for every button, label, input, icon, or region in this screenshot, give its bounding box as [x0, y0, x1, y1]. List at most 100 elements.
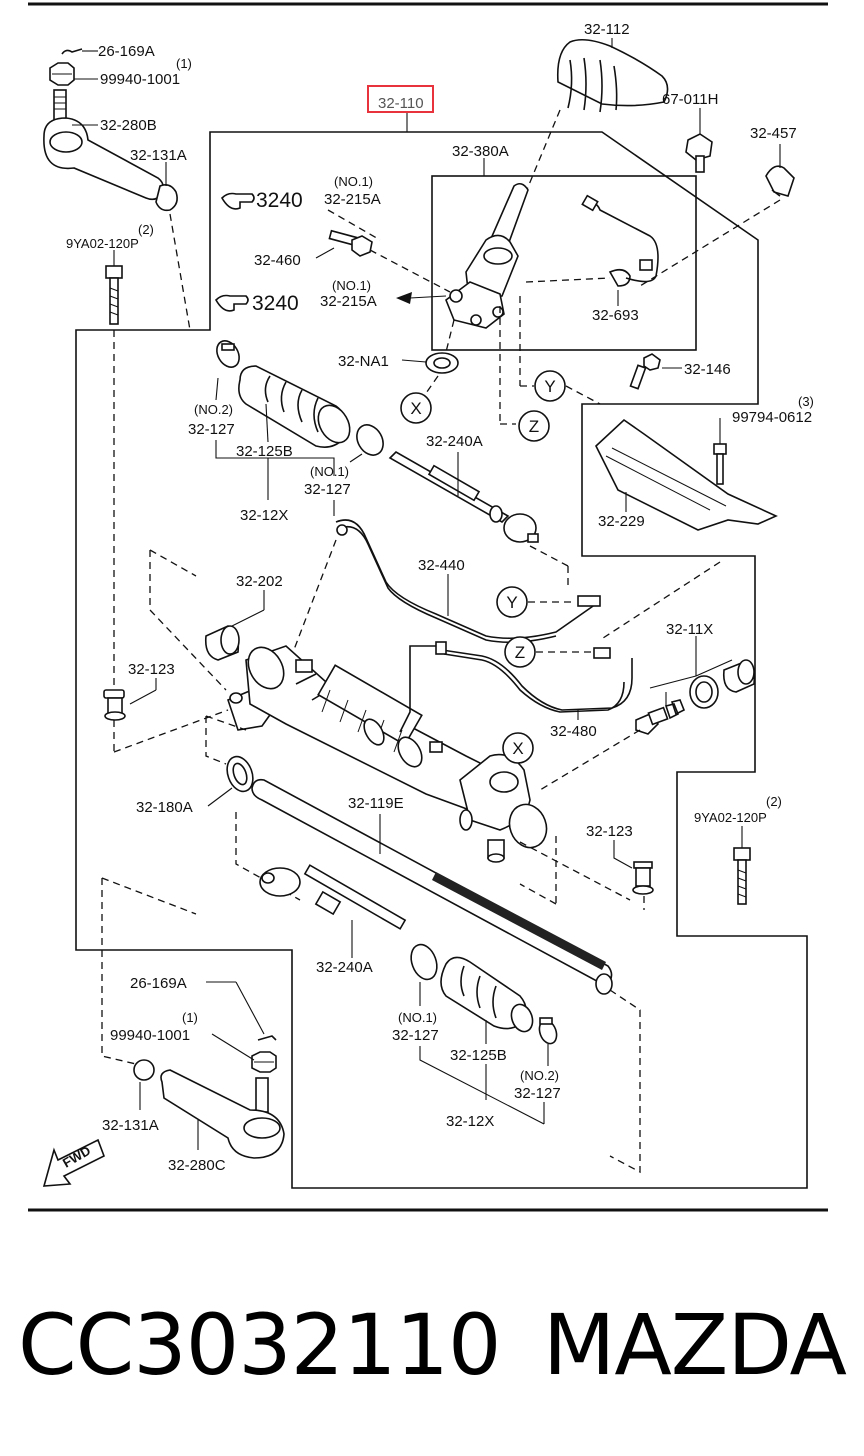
- label-32-440: 32-440: [418, 557, 465, 574]
- bolt-right: [733, 847, 751, 905]
- part-number: CC3032110: [18, 1296, 501, 1394]
- label-32-12x-bot: 32-12X: [446, 1113, 494, 1130]
- bushing-32-202: [204, 625, 240, 661]
- steering-gear-exploded-diagram: X Y Z: [28, 2, 828, 1212]
- forward-arrow-icon: [42, 1138, 106, 1187]
- label-no3: (3): [798, 394, 814, 409]
- reference-arrow-b: [215, 294, 249, 312]
- label-32-11x: 32-11X: [666, 621, 713, 638]
- label-32-457: 32-457: [750, 125, 797, 142]
- callout-x-mid: [502, 732, 534, 764]
- washer-32-na1: [425, 352, 459, 374]
- callout-z-mid-label: Z: [515, 643, 525, 662]
- rack-shaft-32-119e: [251, 778, 613, 995]
- mount-32-123-right: [632, 861, 654, 895]
- label-32-110: 32-110: [378, 95, 424, 112]
- label-no2-bolt: (2): [138, 222, 154, 237]
- label-32-229: 32-229: [598, 513, 645, 530]
- label-32-202: 32-202: [236, 573, 283, 590]
- label-no1-a: (NO.1): [334, 174, 373, 189]
- adjuster-32-11x: [635, 659, 756, 735]
- bolt-32-146: [629, 353, 661, 390]
- bellows-32-125b-lower: [440, 956, 534, 1033]
- bellows-32-125b-upper: [238, 365, 351, 448]
- label-32-480: 32-480: [550, 723, 597, 740]
- label-no2-127a: (NO.2): [194, 402, 233, 417]
- callout-y-top: [534, 370, 566, 402]
- clamp-no2-lower: [538, 1017, 558, 1045]
- label-32-119e: 32-119E: [348, 795, 404, 812]
- label-32-125b-top: 32-125B: [236, 443, 293, 460]
- label-3240-b: 3240: [252, 292, 299, 315]
- mount-32-123-left: [103, 689, 126, 721]
- label-no1-b: (NO.1): [332, 278, 371, 293]
- pipe-32-480: [399, 641, 633, 733]
- brand-name: MAZDA: [542, 1296, 847, 1394]
- label-32-240a-bot: 32-240A: [316, 959, 373, 976]
- tie-rod-end-top: [43, 48, 178, 212]
- highlight-box: [367, 85, 434, 113]
- label-32-693: 32-693: [592, 307, 639, 324]
- callout-x-mid-label: X: [512, 739, 523, 758]
- label-67-011h: 67-011H: [662, 91, 718, 108]
- label-32-460: 32-460: [254, 252, 301, 269]
- upper-boot: [556, 38, 669, 113]
- label-3240-a: 3240: [256, 189, 303, 212]
- callout-x-top-label: X: [410, 399, 421, 418]
- heat-shield-32-229: [595, 418, 778, 531]
- label-32-215a-b: 32-215A: [320, 293, 377, 310]
- clip-67-011h: [685, 133, 713, 173]
- label-32-131a-bot: 32-131A: [102, 1117, 159, 1134]
- clip-32-457: [765, 165, 795, 197]
- rack-housing: [227, 645, 548, 863]
- label-99794: 99794-0612: [732, 409, 812, 426]
- callout-z-top-label: Z: [529, 417, 539, 436]
- tie-rod-32-240a-upper: [388, 451, 539, 543]
- label-32-127-b: 32-127: [304, 481, 351, 498]
- label-no1-127c: (NO.1): [398, 1010, 437, 1025]
- tie-rod-32-240a-lower: [259, 864, 407, 930]
- label-26-169a-top: 26-169A: [98, 43, 155, 60]
- tie-rod-end-bottom: [133, 1035, 285, 1159]
- callout-y-mid-label: Y: [506, 593, 517, 612]
- callout-x-top: [400, 392, 432, 424]
- label-32-127-a: 32-127: [188, 421, 235, 438]
- label-32-112: 32-112: [584, 21, 630, 38]
- reference-arrow-a: [221, 192, 255, 210]
- caption-bar: CC3032110 MAZDA: [0, 1290, 864, 1400]
- clamp-no1-upper: [356, 424, 384, 456]
- callout-y-top-label: Y: [544, 377, 555, 396]
- label-9ya02-top: 9YA02-120P: [66, 236, 139, 251]
- label-32-280b: 32-280B: [100, 117, 157, 134]
- label-99940-top: 99940-1001: [100, 71, 180, 88]
- label-no2-bolt-r: (2): [766, 794, 782, 809]
- label-32-12x-top: 32-12X: [240, 507, 288, 524]
- label-32-127-d: 32-127: [514, 1085, 561, 1102]
- label-99940-bot: 99940-1001: [110, 1027, 190, 1044]
- bolt-99794: [713, 443, 727, 485]
- pipe-32-440: [335, 519, 601, 644]
- clamp-no1-lower: [410, 943, 438, 981]
- label-32-125b-bot: 32-125B: [450, 1047, 507, 1064]
- label-32-280c: 32-280C: [168, 1157, 226, 1174]
- label-32-215a-a: 32-215A: [324, 191, 381, 208]
- pump-subassembly-box: [431, 175, 697, 351]
- label-no1-bot: (1): [182, 1010, 198, 1025]
- label-32-123-l: 32-123: [128, 661, 175, 678]
- label-32-131a-top: 32-131A: [130, 147, 187, 164]
- label-32-380a: 32-380A: [452, 143, 509, 160]
- label-no2-127d: (NO.2): [520, 1068, 559, 1083]
- callout-z-top: [518, 410, 550, 442]
- clamp-no2-upper: [216, 340, 240, 368]
- bolt-top-left: [105, 265, 123, 325]
- seal-32-180a: [226, 755, 254, 793]
- callout-z-mid: [504, 636, 536, 668]
- assembly-frame: [75, 131, 808, 1189]
- label-32-na1: 32-NA1: [338, 353, 389, 370]
- label-32-127-c: 32-127: [392, 1027, 439, 1044]
- callout-y-mid: [496, 586, 528, 618]
- pump-assembly: [445, 182, 659, 329]
- label-9ya02-r: 9YA02-120P: [694, 810, 767, 825]
- label-32-240a-top: 32-240A: [426, 433, 483, 450]
- label-no1-top: (1): [176, 56, 192, 71]
